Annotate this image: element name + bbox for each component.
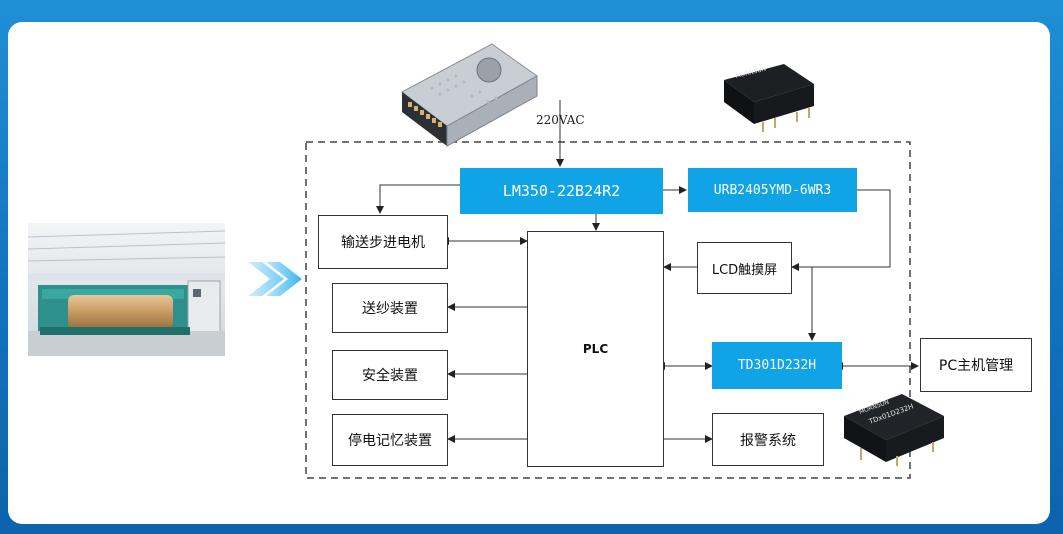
textile-machine-photo xyxy=(28,223,225,356)
output-stepper-motor: 输送步进电机 xyxy=(318,215,448,269)
output-safety-device: 安全装置 xyxy=(332,350,448,400)
pc-management-box: PC主机管理 xyxy=(920,338,1032,392)
dcdc-converter-box: URB2405YMD-6WR3 xyxy=(688,168,857,212)
system-boundary xyxy=(305,141,911,479)
output-power-failure-memory: 停电记忆装置 xyxy=(332,414,448,466)
dcdc-module-image: MORNSUN xyxy=(724,64,814,132)
transceiver-box: TD301D232H xyxy=(712,342,842,389)
plc-controller: PLC xyxy=(527,231,664,467)
transceiver-module-image: MORNSUN TDx01D232H xyxy=(844,394,944,466)
chevron-arrow-icon xyxy=(248,262,302,296)
power-supply-box: LM350-22B24R2 xyxy=(460,168,663,214)
lcd-touchscreen: LCD触摸屏 xyxy=(697,242,792,294)
output-yarn-feeder: 送纱装置 xyxy=(332,283,448,333)
alarm-system-box: 报警系统 xyxy=(712,413,824,466)
voltage-label: 220VAC xyxy=(536,113,585,127)
power-supply-image xyxy=(401,43,538,147)
